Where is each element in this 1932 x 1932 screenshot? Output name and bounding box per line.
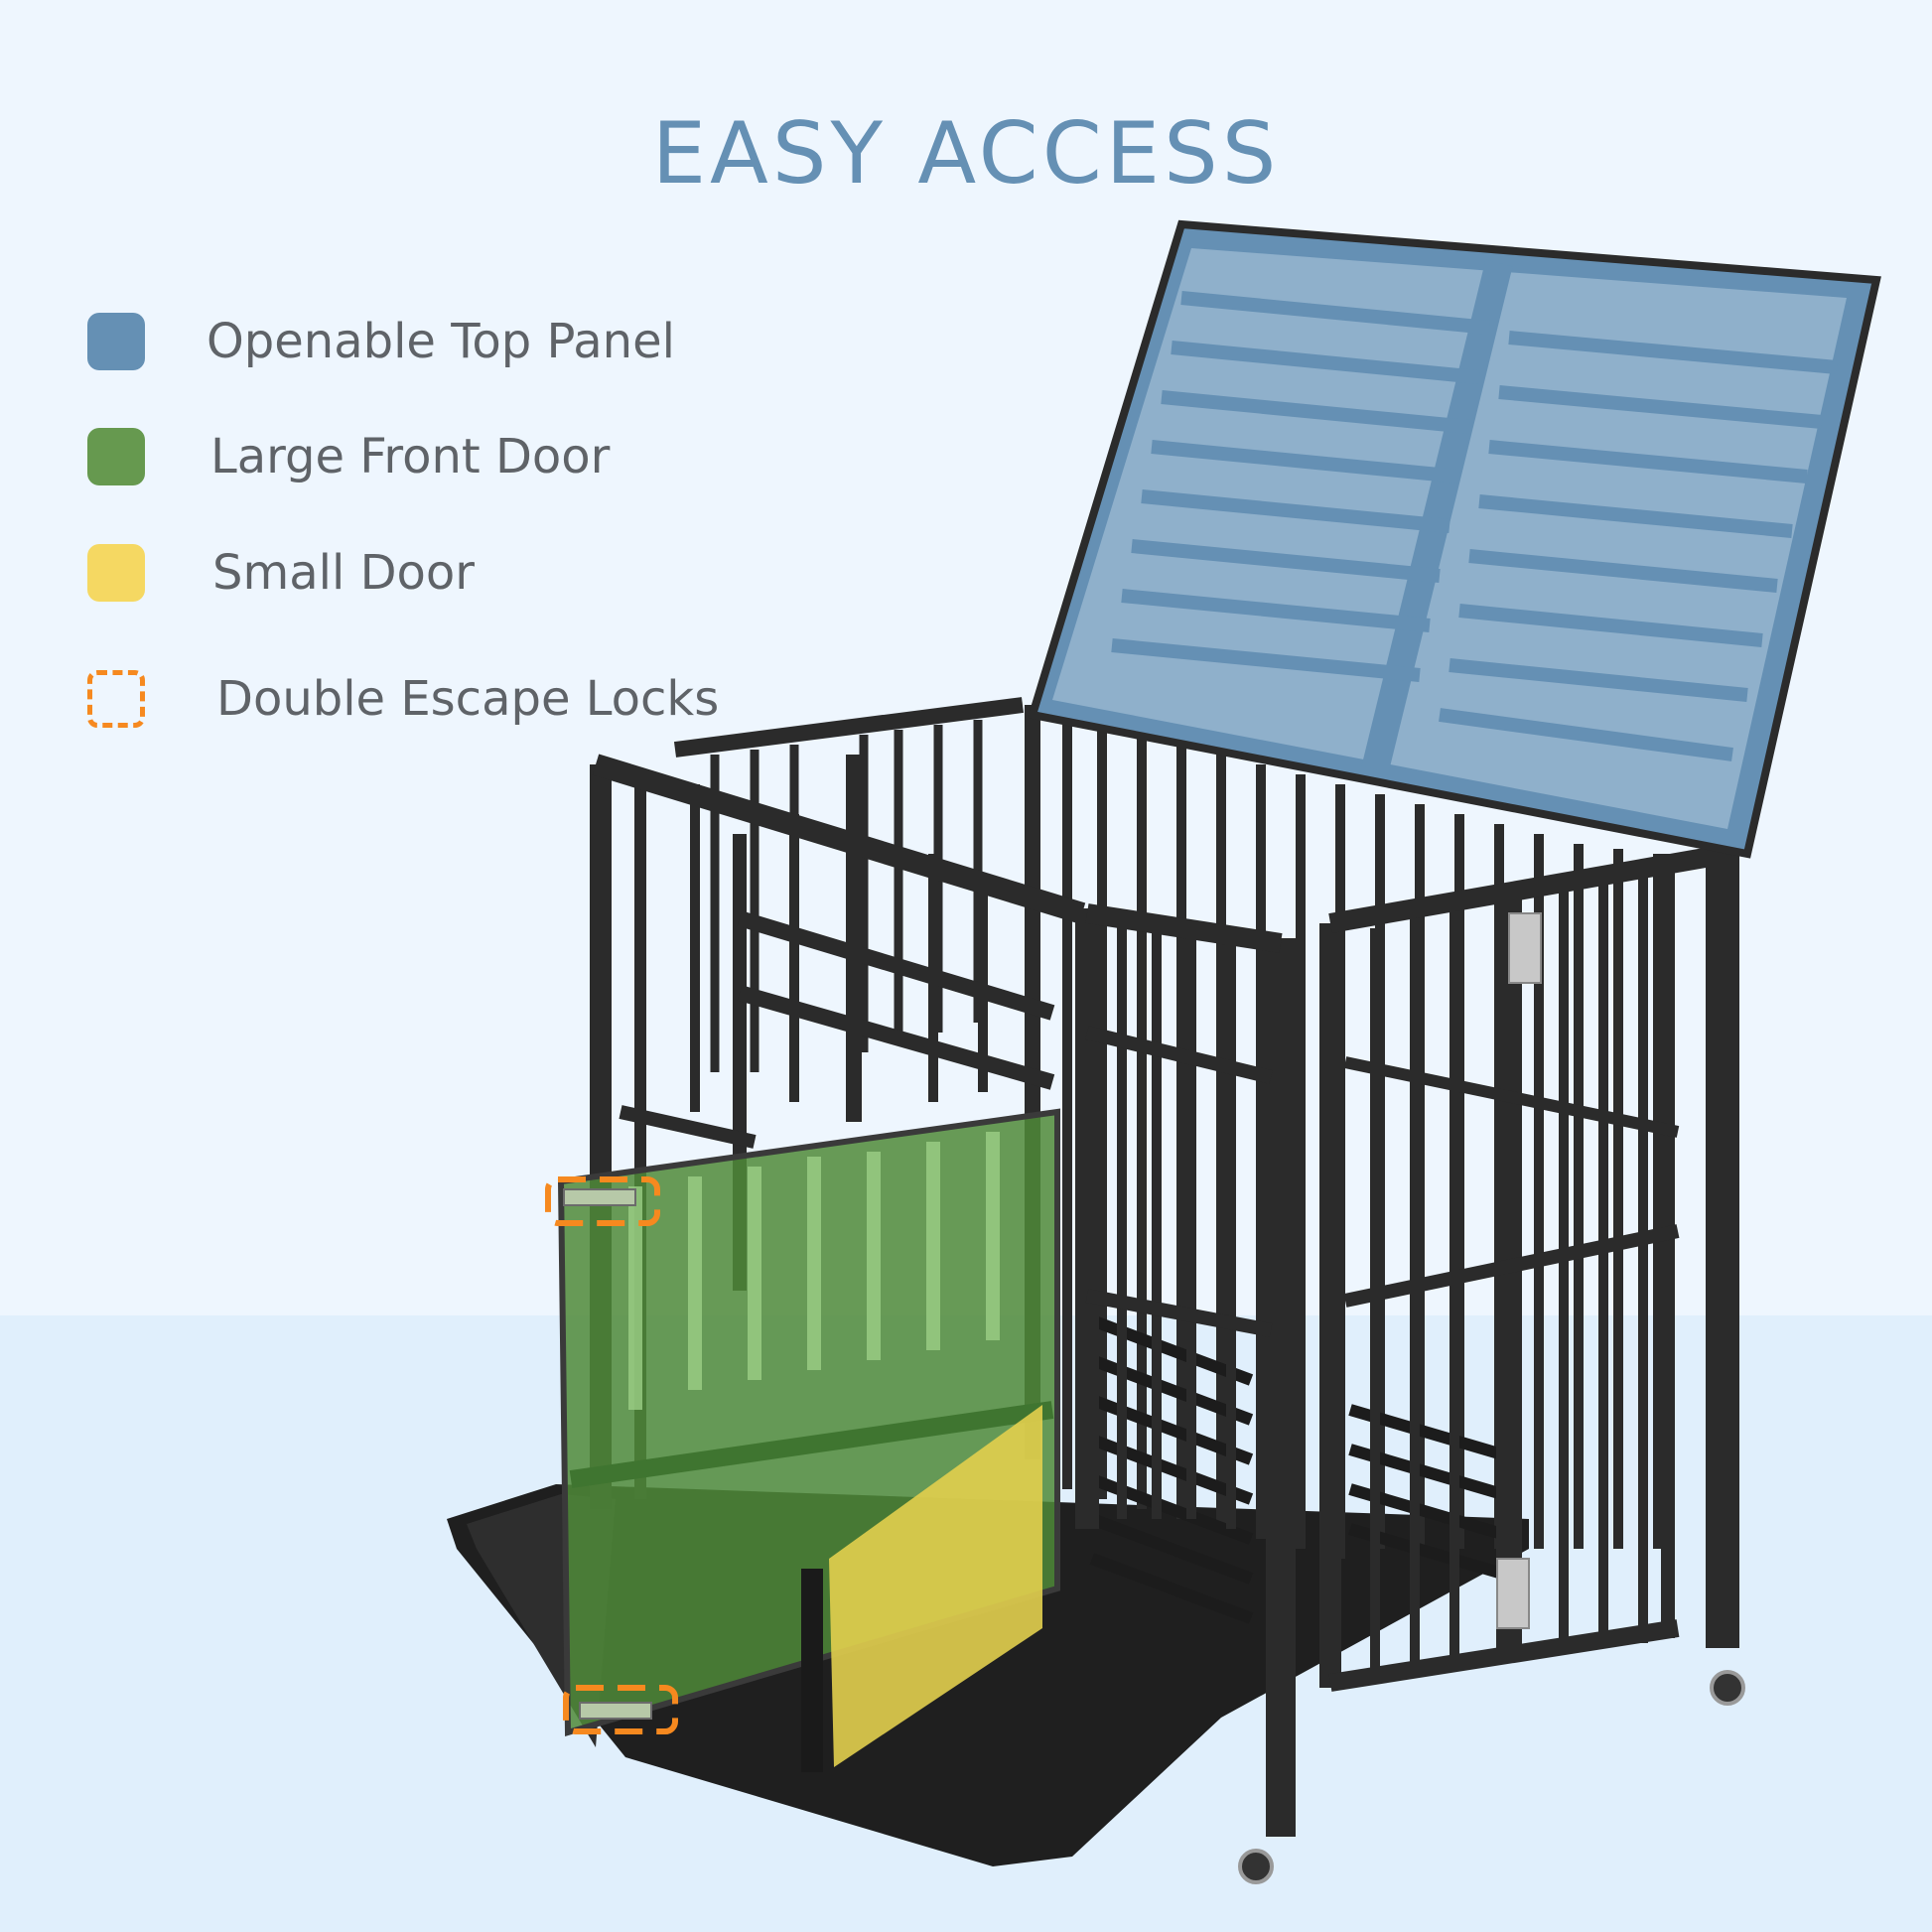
crate-front-right-side xyxy=(1075,844,1739,1837)
caster-wheel-icon xyxy=(1238,1670,1745,1884)
legend-label: Small Door xyxy=(212,545,475,601)
legend-label: Large Front Door xyxy=(210,429,611,484)
legend-item-small-door: Small Door xyxy=(87,544,475,602)
escape-lock-highlight-icon xyxy=(545,1176,678,1734)
legend-item-front-door: Large Front Door xyxy=(87,428,610,485)
orange-dashed-square-icon xyxy=(87,670,145,728)
yellow-square-icon xyxy=(87,544,145,602)
openable-top-panel xyxy=(1027,219,1881,859)
legend-label: Openable Top Panel xyxy=(207,314,675,369)
lock-bolt-icon xyxy=(563,1188,652,1720)
hinge-icon xyxy=(1496,912,1542,1629)
green-square-icon xyxy=(87,428,145,485)
legend-item-top-panel: Openable Top Panel xyxy=(87,313,675,370)
legend-item-escape-locks: Double Escape Locks xyxy=(87,670,719,728)
legend-label: Double Escape Locks xyxy=(216,671,720,727)
page-title: EASY ACCESS xyxy=(651,104,1281,204)
crate-left-side xyxy=(590,754,1086,1509)
blue-square-icon xyxy=(87,313,145,370)
small-door xyxy=(801,1405,1042,1772)
